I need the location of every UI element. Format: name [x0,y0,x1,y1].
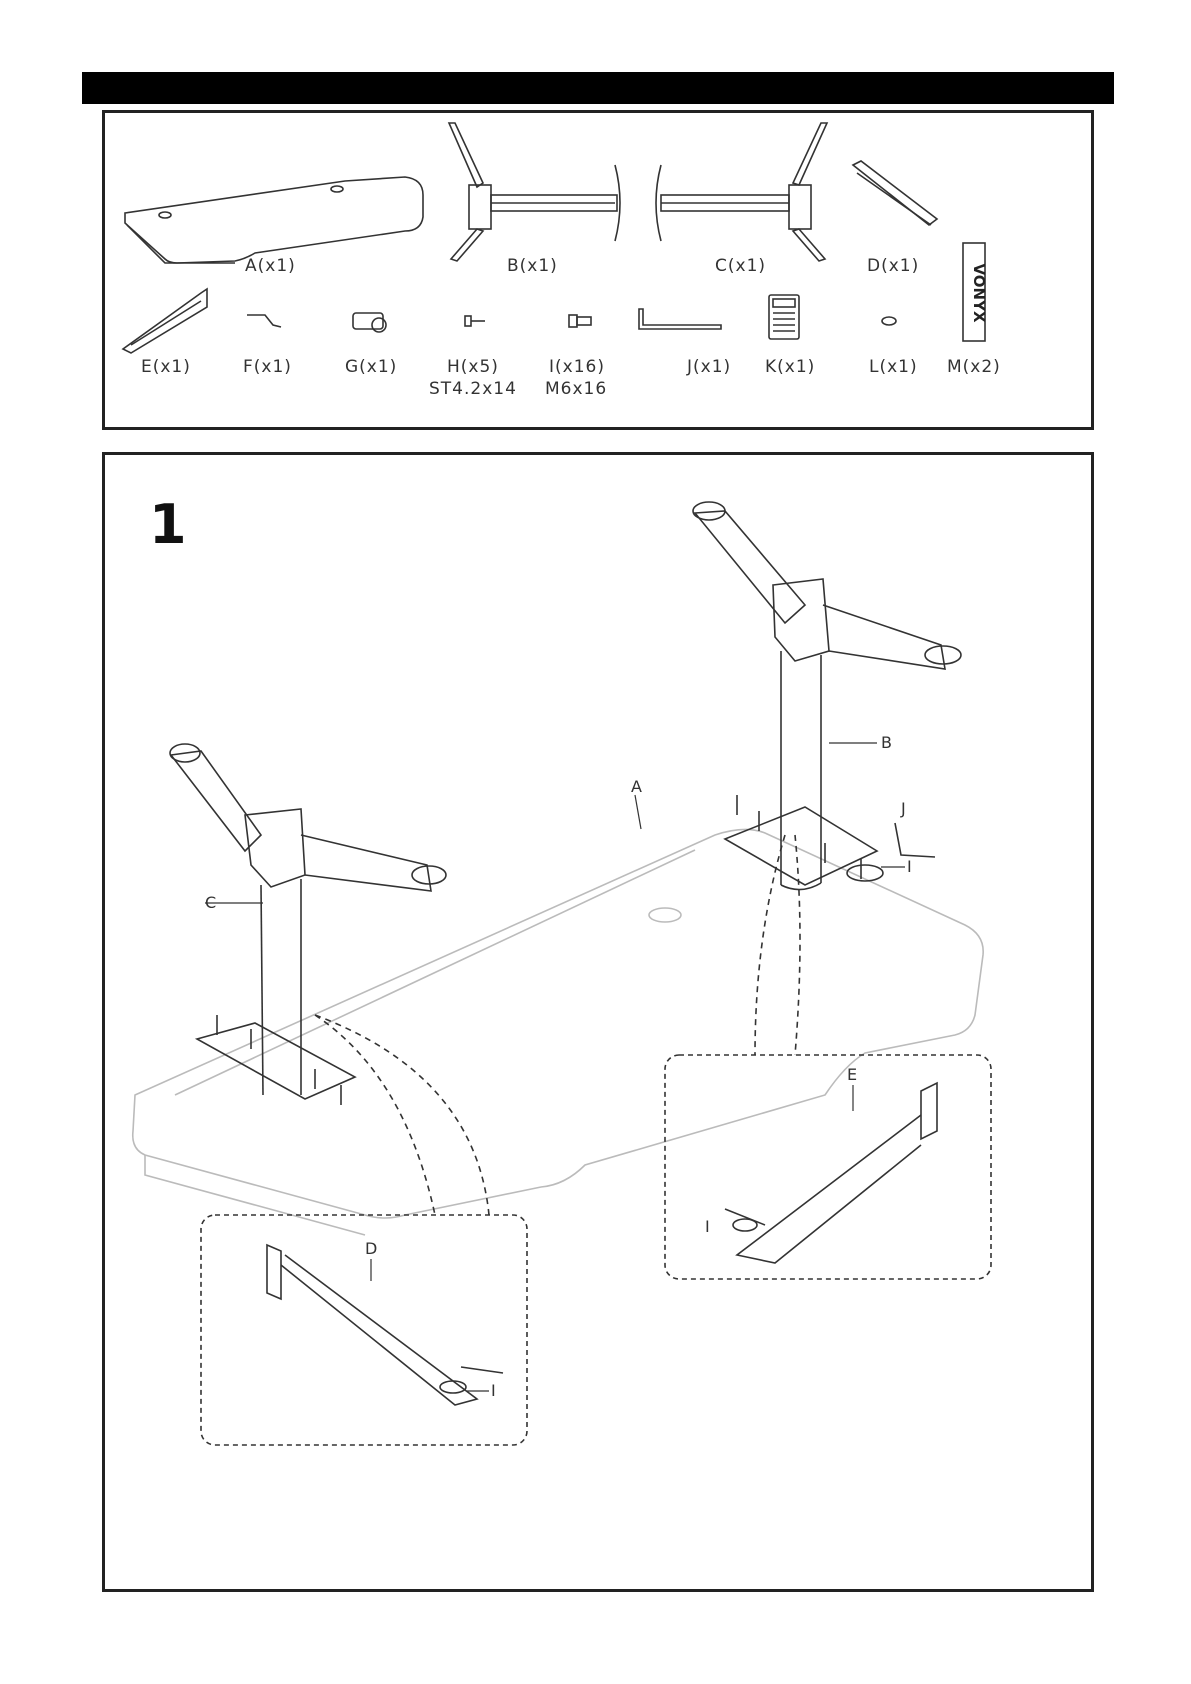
header-bar [82,72,1114,104]
detail-box-e [665,1055,991,1279]
part-e-bracket-drawing [123,289,207,353]
part-j-allen-key-drawing [639,309,721,329]
callout-i-detail-d: I [491,1381,496,1400]
bracket-d-drawing [267,1245,503,1405]
part-j-label: J(x1) [687,357,731,377]
callout-e: E [847,1065,857,1084]
part-f-tool-drawing [247,315,281,327]
part-i-label: I(x16) [549,357,605,377]
leg-c-drawing [170,744,446,1099]
part-l-cap-drawing [882,317,896,325]
part-c-leg-drawing [656,123,827,261]
part-k-label: K(x1) [765,357,815,377]
bracket-e-drawing [725,1083,937,1263]
callout-c: C [205,893,216,912]
part-h-spec: ST4.2x14 [429,379,517,399]
part-h-label: H(x5) [447,357,499,377]
part-a-label: A(x1) [245,256,296,276]
part-i-spec: M6x16 [545,379,607,399]
callout-a: A [631,777,642,796]
callout-d: D [365,1239,377,1258]
part-d-label: D(x1) [867,256,919,276]
leg-b-drawing [693,502,961,890]
part-g-clamp-drawing [353,313,386,332]
callout-i-main: I [907,857,912,876]
allen-key-drawing [895,823,935,857]
part-c-label: C(x1) [715,256,766,276]
callout-i-detail-e: I [705,1217,710,1236]
part-m-label: M(x2) [947,357,1001,377]
part-k-controller-drawing [769,295,799,339]
part-f-label: F(x1) [243,357,292,377]
step-1-illustration [105,455,1091,1589]
step-1-panel: 1 [102,452,1094,1592]
parts-list-panel: VONYX A(x1) B(x1) C(x1) D(x1) E(x1) F(x1… [102,110,1094,430]
callout-b: B [881,733,892,752]
part-i-bolt-drawing [569,315,591,327]
part-h-screw-drawing [465,316,485,326]
part-d-bracket-drawing [853,161,937,225]
part-l-label: L(x1) [869,357,918,377]
part-e-label: E(x1) [141,357,191,377]
part-a-desktop-drawing [125,177,423,263]
brand-sticker-text: VONYX [970,263,988,323]
part-b-leg-drawing [449,123,620,261]
callout-j: J [901,799,906,818]
part-b-label: B(x1) [507,256,558,276]
part-g-label: G(x1) [345,357,397,377]
detail-box-d [201,1215,527,1445]
screw-markers [217,795,861,1105]
